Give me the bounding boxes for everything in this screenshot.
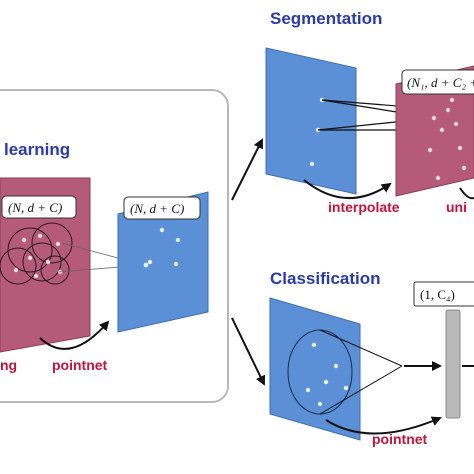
pointnet-bottom-label: pointnet [372, 431, 428, 447]
segmentation-title: Segmentation [270, 9, 382, 28]
middle-plane-box [123, 196, 201, 220]
segmentation-plane-box-text: (N₁, d + C₂ + [407, 75, 474, 90]
classification-line-bottom [319, 365, 403, 415]
arrow-to-segmentation [231, 138, 263, 201]
classification-box [413, 281, 474, 307]
grouping-circles [0, 222, 73, 285]
interpolate-label: interpolate [328, 199, 400, 215]
left-plane-box-text: (N, d + C) [8, 200, 62, 215]
learning-title: learning [4, 140, 70, 159]
middle-plane-box-text: (N, d + C) [130, 201, 184, 216]
interpolate-arrow [303, 179, 392, 200]
classification-line-top [319, 329, 403, 367]
left-red-plane [0, 177, 91, 353]
unit-arrow-partial [459, 187, 474, 200]
classification-blue-plane [269, 297, 361, 441]
pointnet-bottom-arrow [325, 416, 442, 435]
classification-title: Classification [270, 269, 381, 288]
segmentation-plane-box [401, 69, 474, 95]
segmentation-red-points [427, 97, 467, 181]
pointnet-left-arrow [39, 320, 110, 350]
arrow-to-classification [231, 317, 266, 386]
segmentation-blue-plane [265, 47, 357, 195]
left-points [13, 233, 63, 279]
pointnet-left-label: pointnet [52, 357, 108, 373]
classification-points [305, 342, 349, 407]
middle-points [143, 227, 181, 268]
classification-box-text: (1, C₄) [420, 287, 455, 302]
feature-bar [445, 309, 461, 419]
left-plane-box [1, 195, 77, 219]
unit-partial-label: uni [446, 199, 467, 215]
grouping-partial-label: ng [0, 357, 17, 373]
